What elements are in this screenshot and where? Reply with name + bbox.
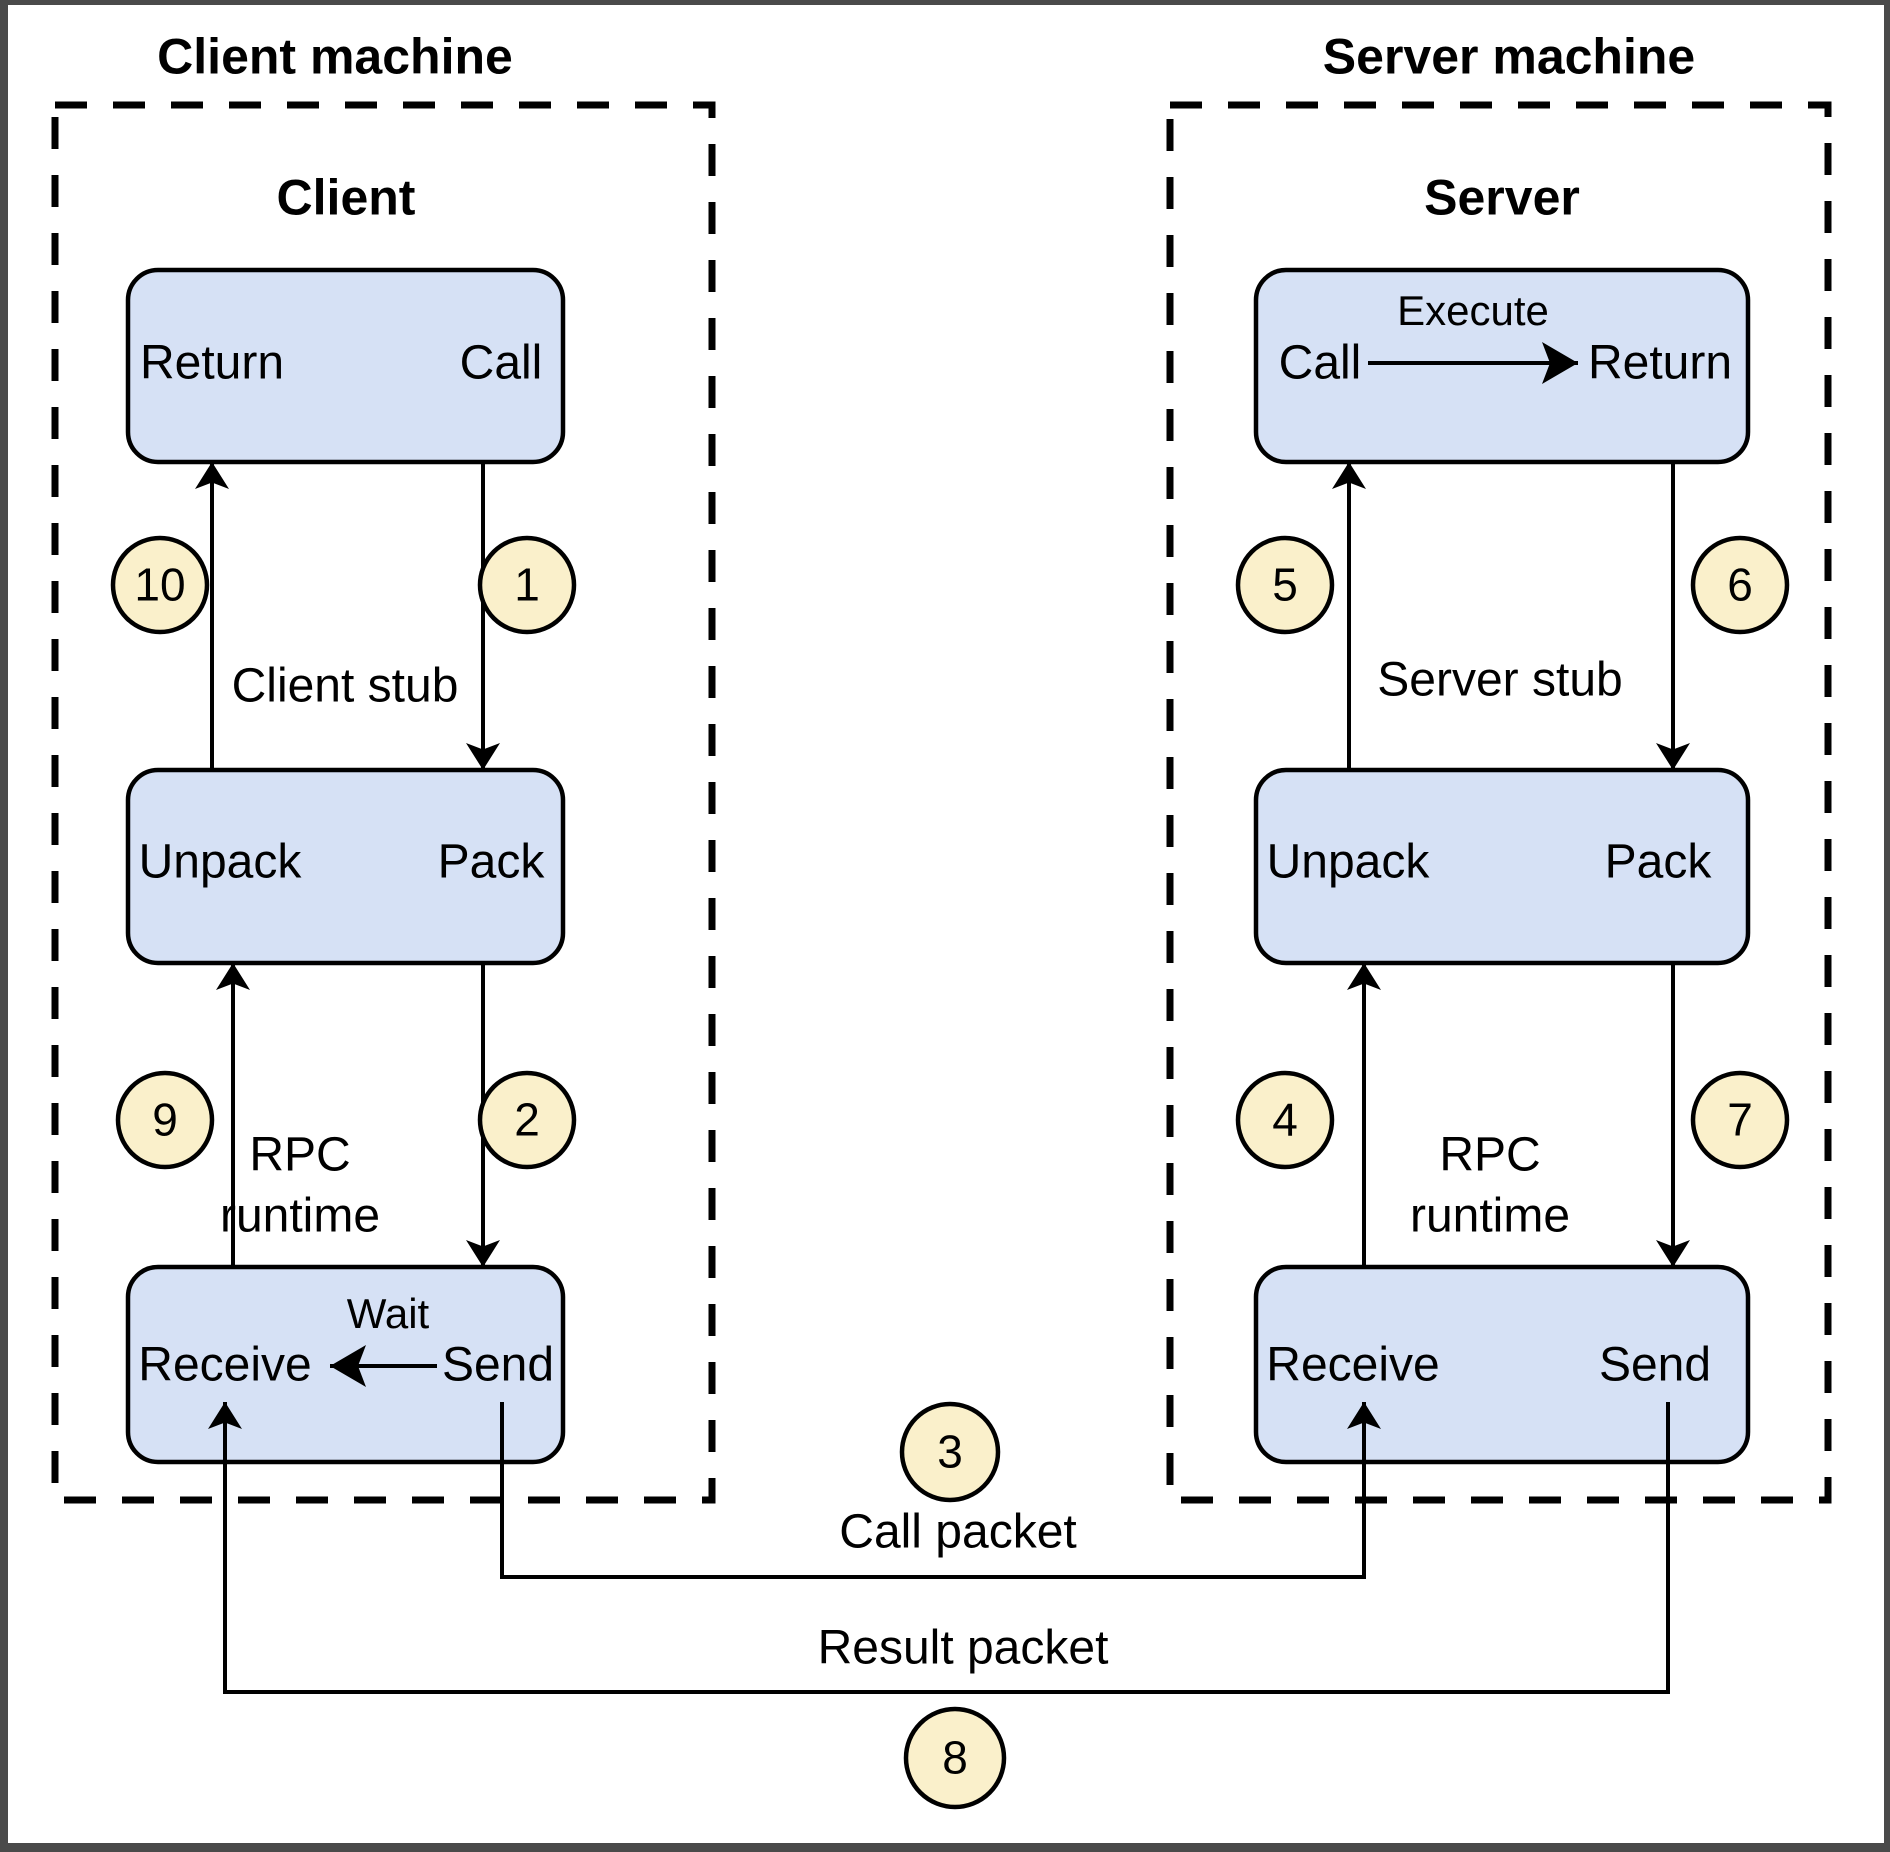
step-badge-2: 2 [514,1093,540,1146]
step-badge-8: 8 [942,1731,968,1784]
step-circle-1 [477,535,577,635]
step-circle-3 [899,1401,1001,1503]
call-packet-label: Call packet [839,1505,1077,1559]
server-execute-label: Execute [1397,286,1549,334]
step-circle-9 [115,1070,215,1170]
step-badge-4: 4 [1272,1093,1298,1146]
client-machine-border [51,101,716,1504]
step-badge-6: 6 [1727,558,1753,611]
step-circle-7 [1690,1070,1790,1170]
server-process-label: Server [1424,169,1580,226]
step-badge-9: 9 [152,1093,178,1146]
server-stub-label: Server stub [1377,653,1623,707]
step-circle-8 [903,1706,1007,1810]
step-badge-3: 3 [937,1425,963,1478]
server-machine-title: Server machine [1322,28,1696,85]
step-circle-2 [477,1070,577,1170]
client-stub-label: Client stub [231,659,459,713]
step-circle-4 [1235,1070,1335,1170]
step-badge-1: 1 [514,558,540,611]
client-send-label: Send [441,1338,555,1392]
server-stub-box [1253,767,1751,966]
server-receive-label: Receive [1266,1338,1440,1392]
client-machine-title: Client machine [157,28,513,85]
client-pack-label: Pack [437,835,545,889]
server-call-label: Call [1278,336,1362,390]
client-call-label: Call [459,336,543,390]
step-badge-5: 5 [1272,558,1298,611]
step-circle-5 [1235,535,1335,635]
server-return-label: Return [1587,336,1733,390]
step-badge-10: 10 [134,558,186,611]
client-process-label: Client [276,169,416,226]
server-unpack-label: Unpack [1266,835,1430,889]
server-app-box [1253,267,1751,465]
client-unpack-label: Unpack [138,835,302,889]
arrow-result-packet [208,1402,1670,1694]
client-stub-box [125,767,566,966]
server-pack-label: Pack [1604,835,1712,889]
client-app-box [125,267,566,465]
server-runtime-label: RPC runtime [1409,1128,1571,1243]
step-circle-10 [110,535,210,635]
step-circle-6 [1690,535,1790,635]
client-wait-label: Wait [346,1289,430,1337]
client-receive-label: Receive [138,1338,312,1392]
client-runtime-label: RPC runtime [219,1128,381,1243]
step-badge-7: 7 [1727,1093,1753,1146]
arrow-call-packet [500,1402,1381,1579]
result-packet-label: Result packet [817,1621,1109,1675]
server-machine-border [1166,101,1832,1504]
server-send-label: Send [1598,1338,1712,1392]
client-return-label: Return [139,336,285,390]
